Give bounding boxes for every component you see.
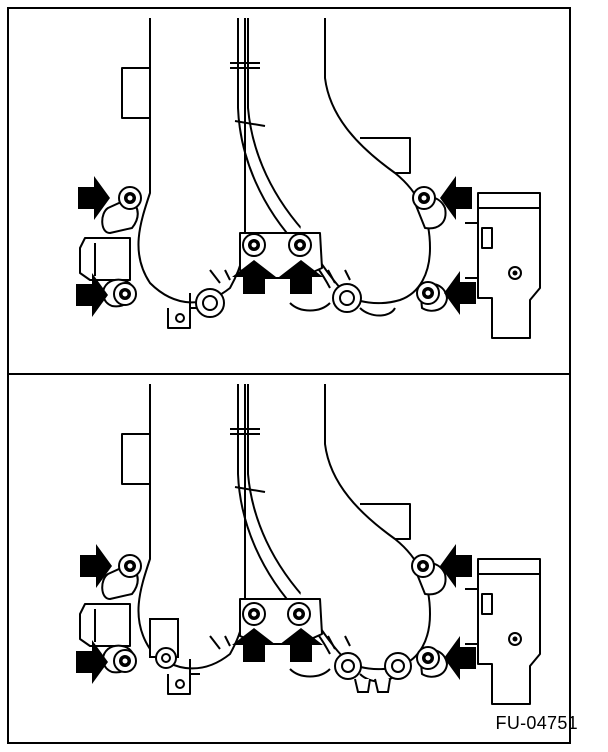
pulley-right-pair xyxy=(334,652,412,693)
bolt-icon xyxy=(113,649,137,673)
bolt-icon xyxy=(411,554,435,578)
figure-border xyxy=(7,7,571,744)
bolt-icon xyxy=(118,186,142,210)
bolt-icon xyxy=(242,233,266,257)
bolt-icon xyxy=(287,602,311,626)
panel-bottom xyxy=(76,383,541,705)
bolt-icon xyxy=(118,554,142,578)
panel-top xyxy=(76,17,541,339)
figure-code: FU-04751 xyxy=(495,713,578,733)
bolt-icon xyxy=(416,281,440,305)
bolt-icon xyxy=(412,186,436,210)
bolt-icon xyxy=(288,233,312,257)
pulley-right xyxy=(332,283,362,313)
arrow-left-icon xyxy=(444,636,476,680)
bolt-icon xyxy=(113,282,137,306)
bolt-icon xyxy=(416,646,440,670)
bolt-icon xyxy=(242,602,266,626)
pulley-left xyxy=(195,288,225,318)
injector-left xyxy=(149,618,179,669)
